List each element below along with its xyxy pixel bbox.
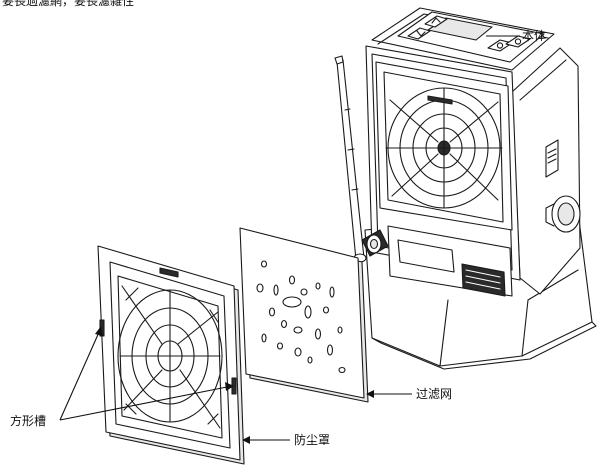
label-slot: 方形槽	[10, 414, 47, 428]
body-fan-guard	[375, 61, 513, 231]
antenna-connector	[361, 229, 389, 257]
ionizer-body	[364, 7, 597, 370]
label-body: 本体	[522, 29, 547, 43]
pointer-slot-left	[59, 329, 101, 421]
dust-cover	[97, 245, 245, 465]
settings-button	[505, 35, 531, 48]
adjustment-knob	[545, 195, 581, 233]
caption-top: 要長過濾網，要長濾雜性	[2, 0, 135, 8]
antenna	[334, 55, 389, 263]
cover-latch	[159, 267, 179, 278]
up-button	[424, 15, 448, 28]
filter-plate	[239, 227, 369, 403]
label-pointers	[59, 35, 520, 444]
body-guard-latch	[427, 95, 453, 105]
label-dust-cover: 防尘罩	[294, 433, 331, 447]
pointer-slot-right	[59, 385, 233, 421]
label-filter: 过滤网	[416, 387, 453, 401]
